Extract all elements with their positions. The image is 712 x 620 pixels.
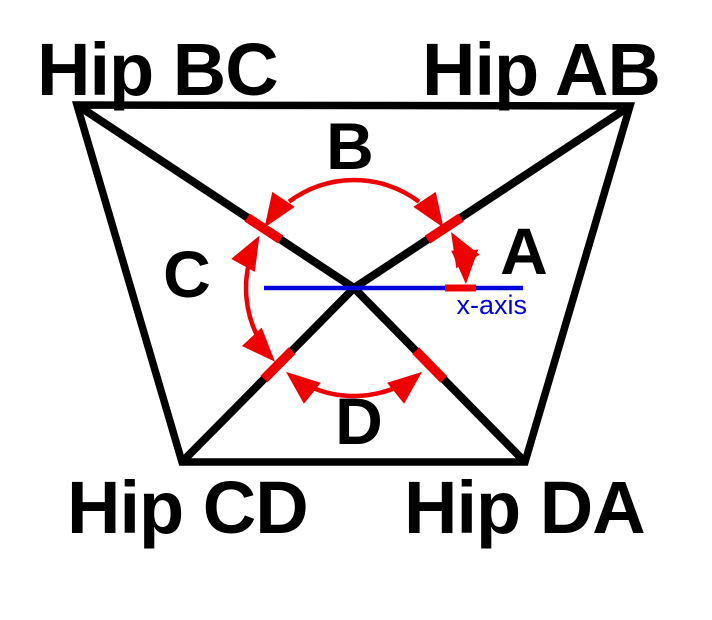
black-labels: Hip BC Hip AB Hip CD Hip DA B A C D — [37, 28, 661, 549]
label-hip-ab: Hip AB — [422, 28, 660, 111]
label-quadrant-a: A — [500, 214, 548, 288]
arc-c-top-arrow-icon — [231, 235, 260, 272]
hip-bc-tick — [244, 213, 284, 244]
x-axis-label: x-axis — [456, 290, 527, 320]
angle-arc-c — [243, 263, 259, 335]
arc-a-lower-arrow-icon — [451, 249, 479, 285]
angle-arcs — [243, 177, 476, 399]
angle-arc-d — [307, 383, 401, 399]
label-hip-bc: Hip BC — [37, 28, 278, 111]
arc-d-right-arrow-icon — [387, 371, 422, 404]
hip-cd-tick — [260, 347, 296, 383]
label-hip-cd: Hip CD — [67, 466, 308, 549]
arc-c-bottom-arrow-icon — [241, 327, 275, 362]
hip-da-tick — [412, 347, 448, 383]
label-quadrant-b: B — [326, 109, 374, 183]
label-quadrant-d: D — [335, 384, 383, 458]
angle-arrowheads — [231, 191, 480, 404]
label-hip-da: Hip DA — [404, 466, 645, 549]
hip-bc-ray — [74, 101, 357, 292]
label-quadrant-c: C — [163, 237, 211, 311]
arc-b-left-arrow-icon — [264, 191, 295, 228]
arc-d-left-arrow-icon — [286, 371, 321, 404]
arc-b-right-arrow-icon — [413, 191, 444, 228]
hip-ab-tick — [424, 213, 464, 244]
angle-arc-b — [287, 177, 421, 204]
hip-ab-ray — [351, 102, 633, 292]
